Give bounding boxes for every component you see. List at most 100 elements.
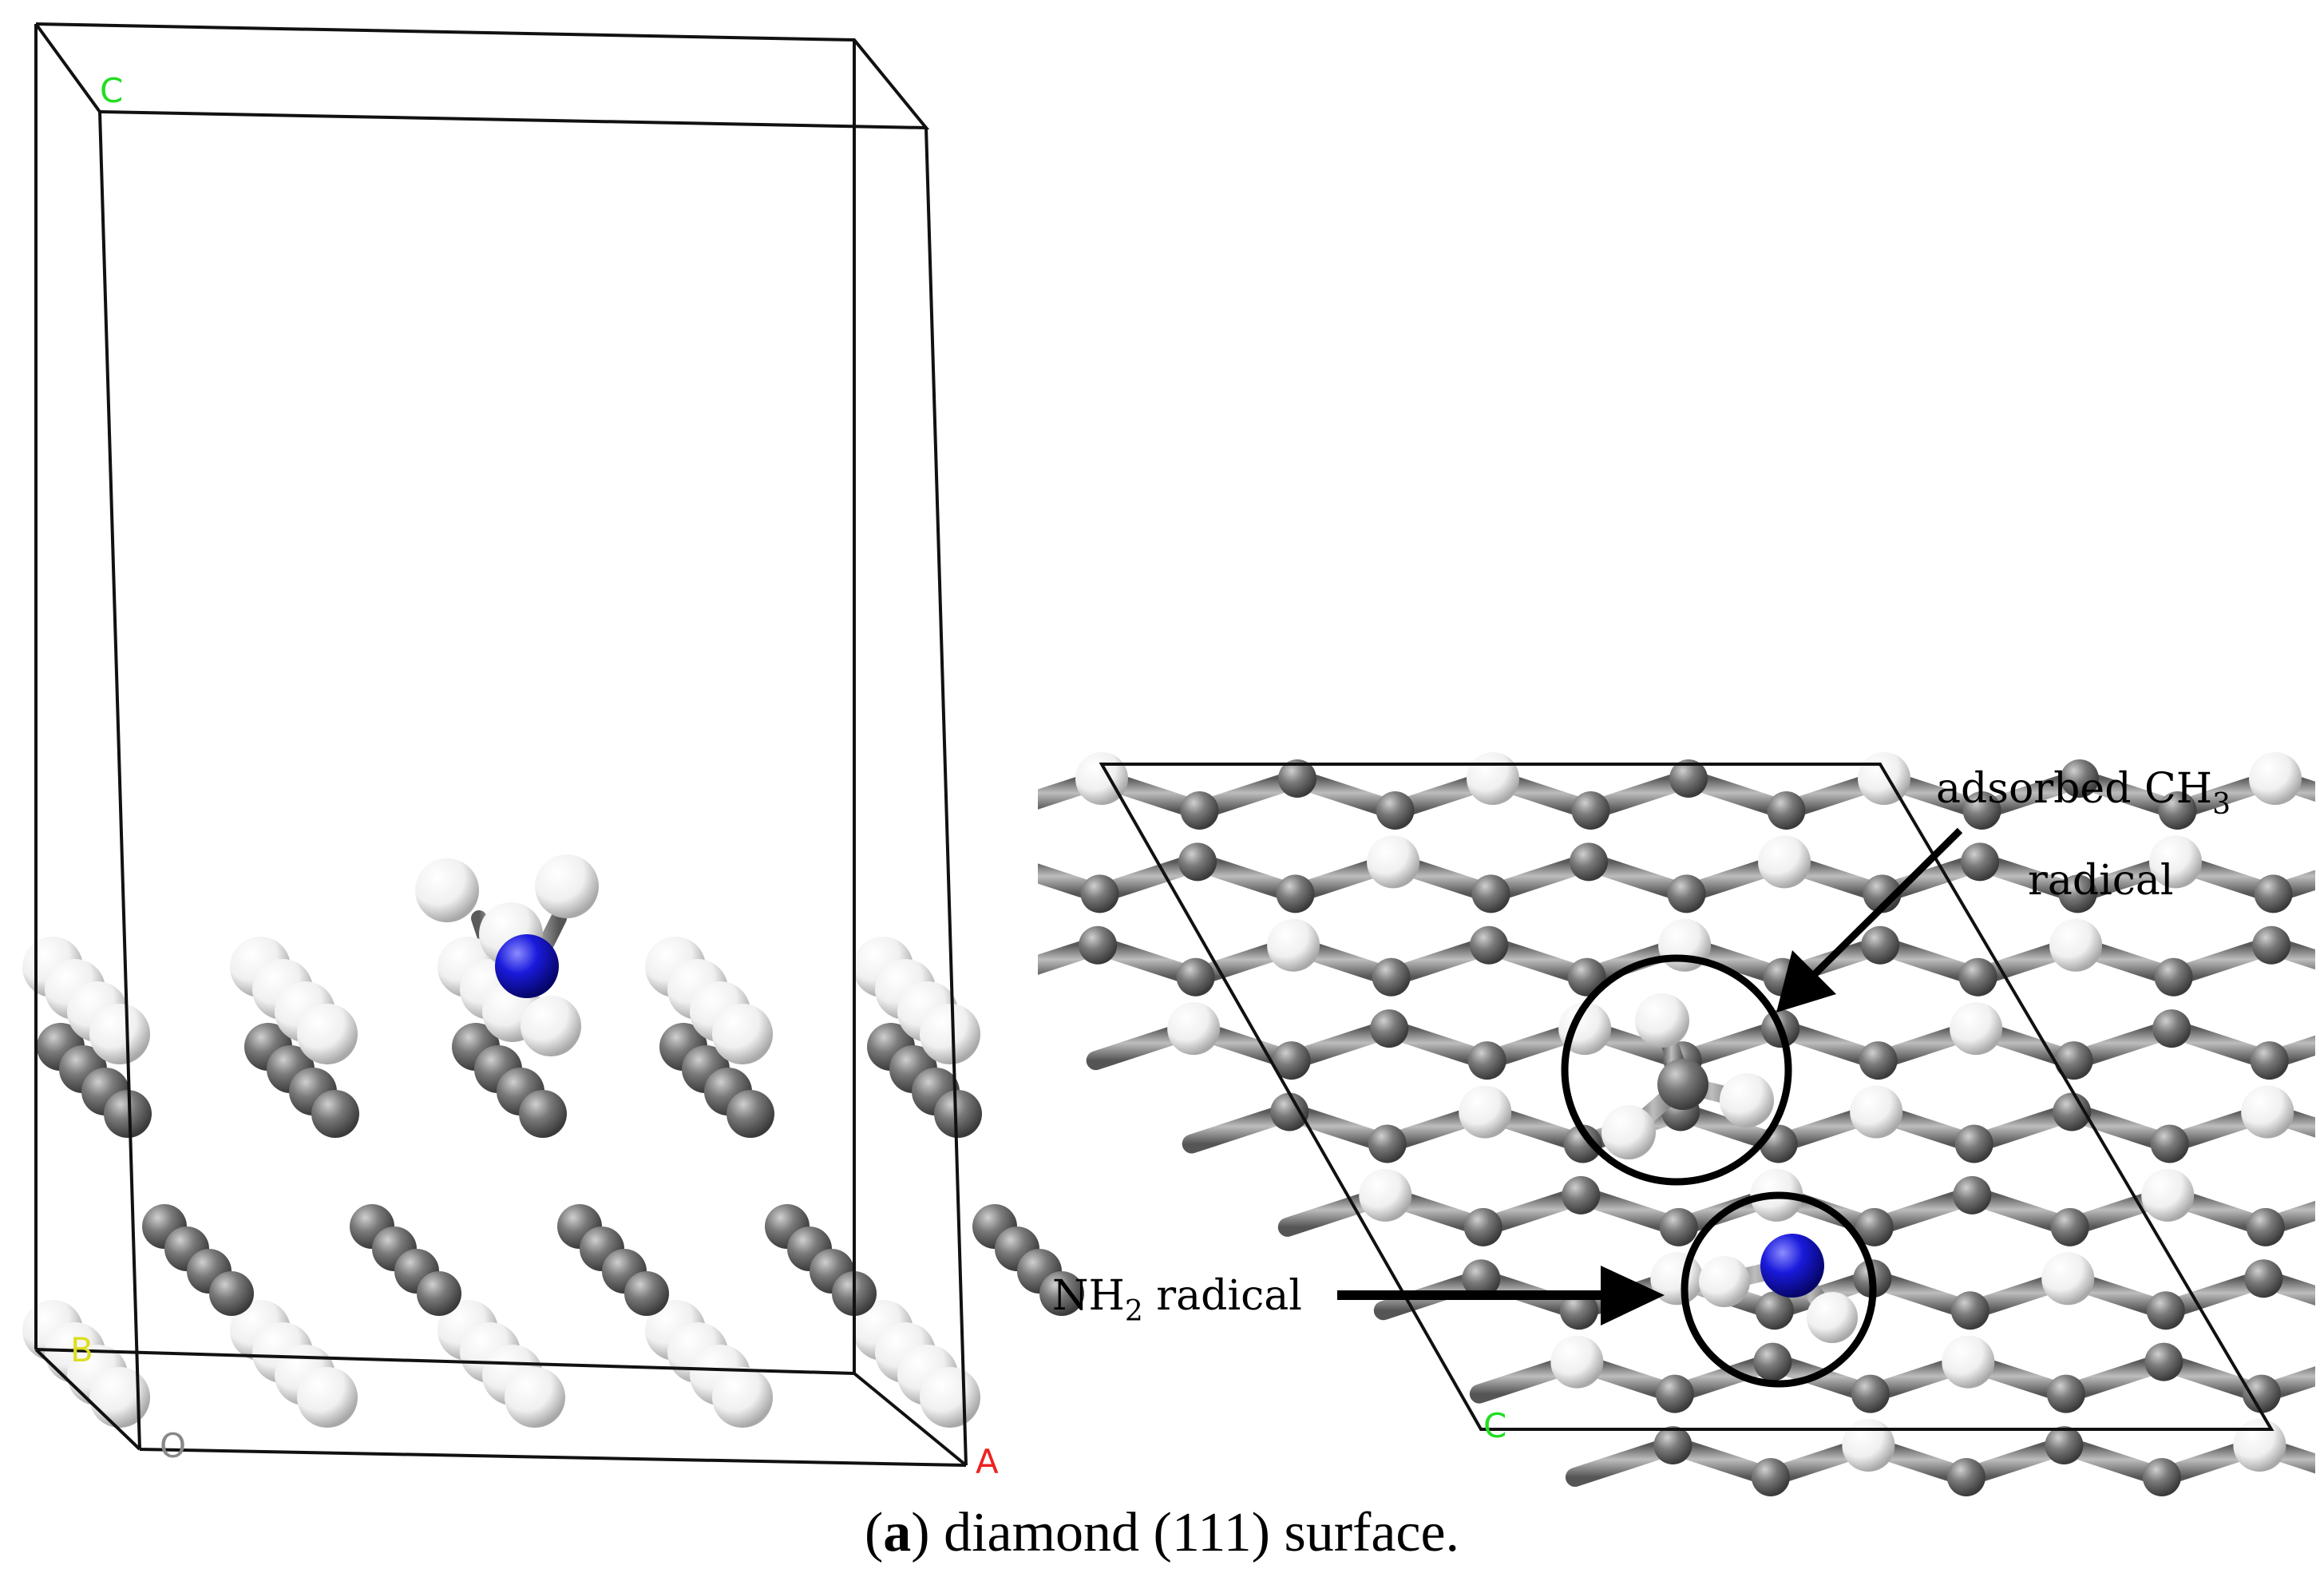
- carbon-atom-icon: [2252, 925, 2291, 965]
- hydrogen-atom-icon: [1842, 1419, 1895, 1472]
- hydrogen-atom-icon: [2249, 752, 2302, 805]
- carbon-atom-icon: [1961, 842, 2000, 882]
- hydrogen-atom-icon: [1758, 835, 1811, 889]
- carbon-atom-icon: [1659, 1207, 1698, 1246]
- hydrogen-atom-icon: [535, 854, 599, 918]
- carbon-atom-icon: [1272, 1041, 1311, 1080]
- hydrogen-atom-icon: [1850, 1085, 1903, 1139]
- carbon-atom-icon: [1471, 874, 1510, 913]
- hydrogen-atom-icon: [1601, 1105, 1656, 1159]
- carbon-atom-icon: [1563, 1124, 1602, 1163]
- hydrogen-atom-icon: [1467, 752, 1519, 805]
- carbon-atom-icon: [1653, 1426, 1693, 1464]
- unit-cell-outline: [1099, 763, 2275, 1431]
- carbon-atom-icon: [2058, 874, 2097, 913]
- carbon-atom-icon: [1958, 957, 1997, 997]
- carbon-atom-icon: [1954, 1124, 1993, 1163]
- axis-label-a: A: [976, 1442, 999, 1481]
- carbon-atom-icon: [2244, 1259, 2283, 1298]
- carbon-atom-icon: [1570, 842, 1609, 882]
- figure-caption: (a) diamond (111) surface.: [864, 1502, 1460, 1563]
- hydrogen-atom-icon: [415, 858, 479, 922]
- hydrogen-atom-icon: [1858, 752, 1910, 805]
- carbon-atom-icon: [2054, 1041, 2093, 1080]
- side-view-panel: C B O A: [0, 22, 1084, 1481]
- carbon-atom-icon: [1950, 1291, 1989, 1330]
- carbon-atom-icon: [2250, 1041, 2289, 1080]
- carbon-atom-icon: [2061, 759, 2099, 798]
- corner-label-c: C: [1483, 1406, 1506, 1445]
- carbon-atom-icon: [1861, 925, 1900, 965]
- annotation-ch3-line2: radical: [2028, 857, 2174, 905]
- carbon-atom-icon: [1751, 1458, 1790, 1496]
- carbon-atom-icon: [1571, 791, 1610, 830]
- carbon-atom-icon: [1755, 1291, 1794, 1330]
- carbon-atom-icon: [1178, 842, 1217, 882]
- hydrogen-atom-icon: [1807, 1292, 1858, 1343]
- carbon-atom-icon: [1667, 874, 1706, 913]
- carbon-atom-icon: [1863, 874, 1902, 913]
- hydrogen-atom-icon: [89, 1004, 150, 1064]
- carbon-atom-icon: [2150, 1124, 2189, 1163]
- hydrogen-atom-icon: [1459, 1085, 1512, 1139]
- diamond-slab-side-view: [0, 854, 1084, 1428]
- hydrogen-atom-icon: [712, 1004, 773, 1064]
- carbon-atom-icon: [2246, 1207, 2285, 1246]
- carbon-atom-icon: [519, 1090, 567, 1138]
- carbon-atom-icon: [1270, 1092, 1309, 1131]
- axis-label-o: O: [160, 1426, 186, 1465]
- carbon-atom-icon: [1372, 957, 1411, 997]
- carbon-atom-icon: [2046, 1374, 2085, 1413]
- carbon-atom-icon: [1180, 791, 1219, 830]
- hydrogen-atom-icon: [1267, 918, 1320, 972]
- annotation-nh2: NH2 radical: [1052, 1272, 1302, 1328]
- carbon-atom-icon: [2050, 1207, 2089, 1246]
- carbon-atom-icon: [1278, 759, 1316, 798]
- carbon-atom-icon: [2045, 1426, 2084, 1464]
- nitrogen-atom-icon: [495, 934, 559, 998]
- hydrogen-atom-icon: [712, 1367, 773, 1428]
- nh2-radical: [1699, 1234, 1858, 1343]
- arrow-to-ch3: [1776, 827, 1963, 1012]
- carbon-atom-icon: [209, 1271, 254, 1316]
- carbon-atom-icon: [311, 1090, 359, 1138]
- hydrogen-atom-icon: [1635, 993, 1689, 1048]
- annotation-ch3: adsorbed CH3: [1936, 765, 2231, 821]
- hydrogen-atom-icon: [1359, 1168, 1412, 1222]
- hydrogen-atom-icon: [2041, 1252, 2095, 1306]
- hydrogen-atom-icon: [1167, 1002, 1221, 1056]
- carbon-atom-icon: [1176, 957, 1215, 997]
- arrow-to-nh2: [1337, 1266, 1665, 1326]
- hydrogen-atom-icon: [297, 1004, 358, 1064]
- carbon-atom-icon: [934, 1090, 982, 1138]
- carbon-atom-icon: [2144, 1342, 2183, 1381]
- carbon-atom-icon: [2254, 874, 2293, 913]
- carbon-atom-icon: [2146, 1291, 2185, 1330]
- carbon-atom-icon: [624, 1271, 669, 1316]
- carbon-atom-icon: [1559, 1291, 1598, 1330]
- caption-text: ) diamond (111) surface.: [911, 1502, 1460, 1563]
- carbon-atom-icon: [1655, 1374, 1694, 1413]
- hydrogen-atom-icon: [1550, 1335, 1604, 1389]
- carbon-atom-icon: [1276, 874, 1315, 913]
- carbon-atom-icon: [2154, 957, 2193, 997]
- carbon-atom-icon: [1962, 791, 2001, 830]
- hydrogen-atom-icon: [1367, 835, 1420, 889]
- hydrogen-atom-icon: [297, 1367, 358, 1428]
- carbon-atom-icon: [2142, 1458, 2181, 1496]
- carbon-atom-icon: [1376, 791, 1415, 830]
- carbon-atom-icon: [1368, 1124, 1407, 1163]
- carbon-atom-icon: [1462, 1259, 1501, 1298]
- carbon-atom-icon: [726, 1090, 774, 1138]
- carbon-atom-icon: [2152, 1009, 2191, 1048]
- carbon-atom-icon: [1079, 925, 1118, 965]
- ch3-highlight-circle: [1561, 954, 1792, 1186]
- hydrogen-atom-icon: [1942, 1335, 1995, 1389]
- hydrogen-atom-icon: [521, 996, 581, 1056]
- carbon-atom-icon: [1767, 791, 1806, 830]
- hydrogen-atom-icon: [1699, 1256, 1750, 1307]
- hydrogen-atom-icon: [2049, 918, 2103, 972]
- carbon-atom-icon: [1567, 957, 1606, 997]
- carbon-atom-icon: [2242, 1374, 2281, 1413]
